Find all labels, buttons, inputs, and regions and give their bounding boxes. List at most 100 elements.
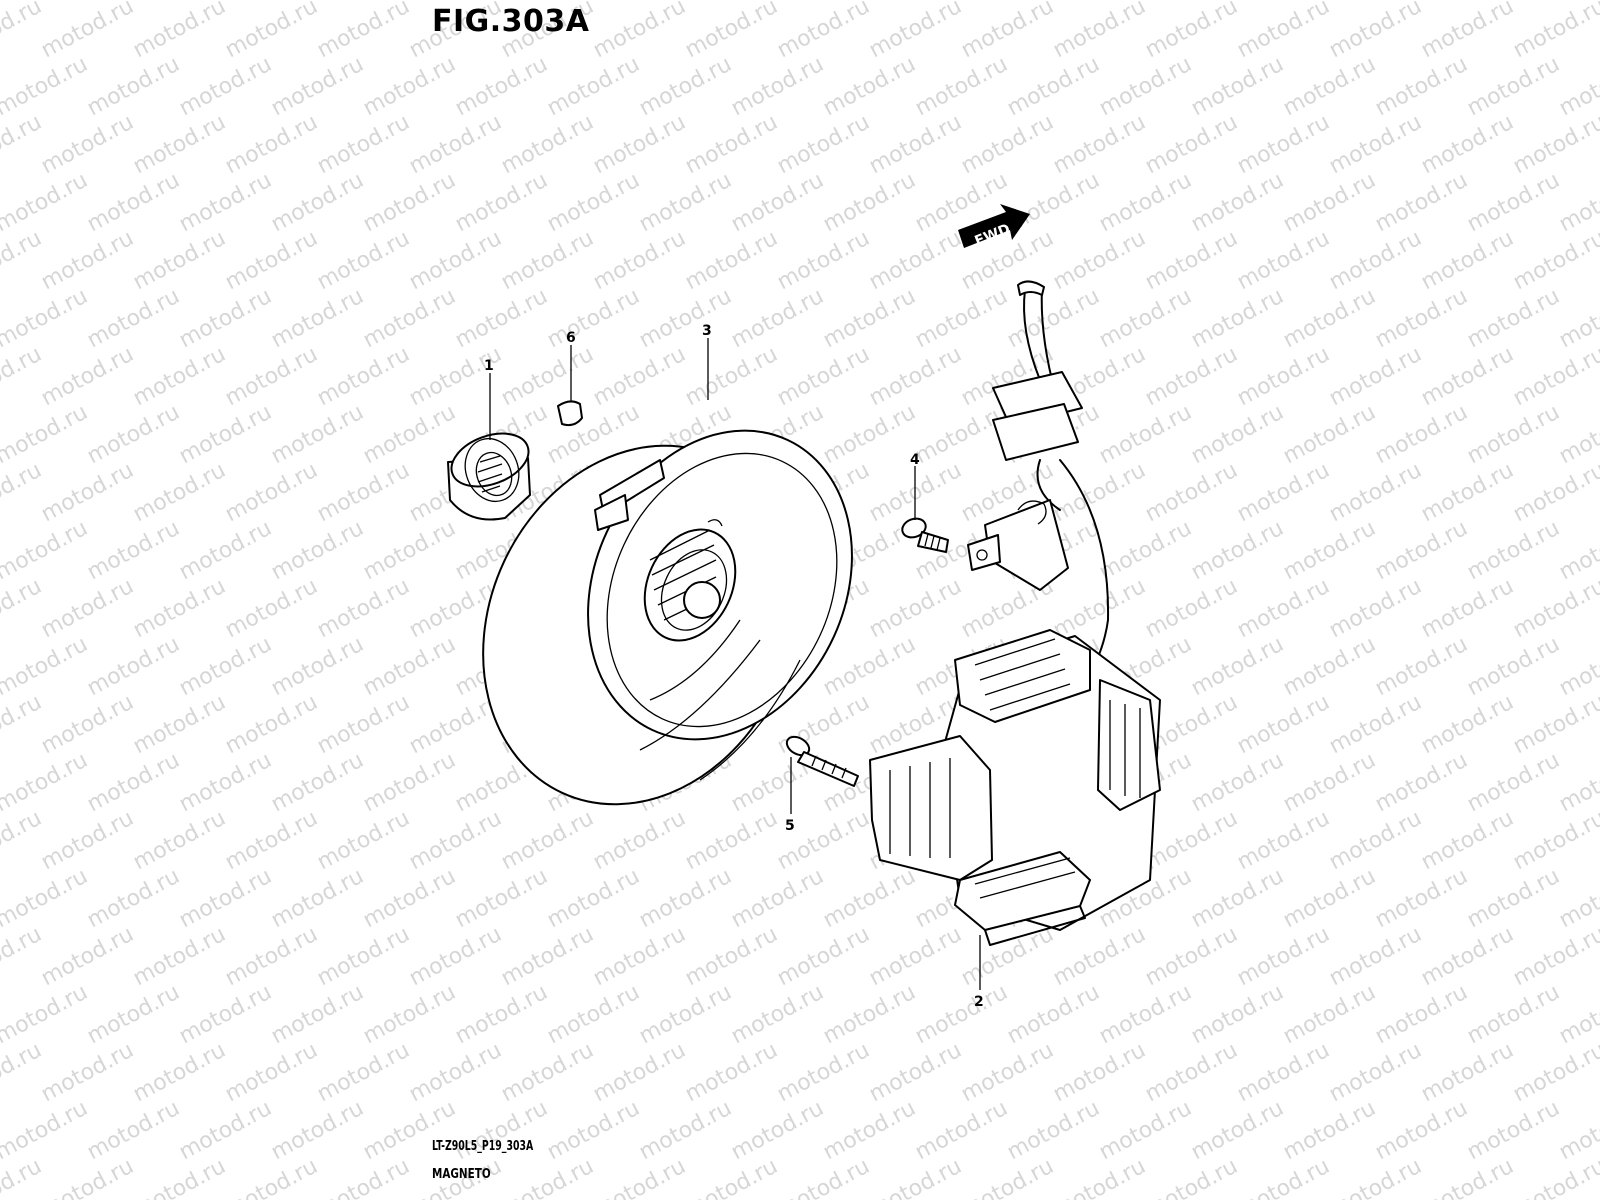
watermark-text: motod.ru — [1325, 1038, 1426, 1107]
watermark-text: motod.ru — [865, 342, 966, 411]
watermark-text: motod.ru — [1325, 922, 1426, 991]
watermark-text: motod.ru — [1187, 1096, 1288, 1165]
watermark-text: motod.ru — [727, 0, 828, 5]
watermark-text: motod.ru — [773, 0, 874, 63]
watermark-text: motod.ru — [1555, 516, 1600, 585]
watermark-text: motod.ru — [0, 748, 92, 817]
watermark-text: motod.ru — [1463, 632, 1564, 701]
watermark-text: motod.ru — [37, 458, 138, 527]
watermark-text: motod.ru — [1463, 864, 1564, 933]
watermark-text: motod.ru — [0, 574, 46, 643]
watermark-text: motod.ru — [1279, 864, 1380, 933]
watermark-text: motod.ru — [1417, 922, 1518, 991]
watermark-text: motod.ru — [175, 864, 276, 933]
watermark-text: motod.ru — [543, 980, 644, 1049]
watermark-text: motod.ru — [635, 864, 736, 933]
part-6-key — [557, 400, 583, 427]
watermark-text: motod.ru — [635, 284, 736, 353]
watermark-text: motod.ru — [865, 1038, 966, 1107]
watermark-text: motod.ru — [221, 1154, 322, 1200]
watermark-text: motod.ru — [1233, 110, 1334, 179]
watermark-text: motod.ru — [1371, 0, 1472, 5]
callout-4: 4 — [910, 452, 920, 468]
watermark-text: motod.ru — [543, 168, 644, 237]
watermark-text: motod.ru — [129, 1154, 230, 1200]
watermark-text: motod.ru — [359, 284, 460, 353]
watermark-text: motod.ru — [1463, 748, 1564, 817]
watermark-text: motod.ru — [1049, 1038, 1150, 1107]
watermark-text: motod.ru — [1187, 284, 1288, 353]
watermark-text: motod.ru — [1187, 168, 1288, 237]
watermark-text: motod.ru — [1187, 632, 1288, 701]
watermark-text: motod.ru — [359, 632, 460, 701]
watermark-text: motod.ru — [1371, 748, 1472, 817]
watermark-text: motod.ru — [1509, 690, 1600, 759]
watermark-text: motod.ru — [313, 226, 414, 295]
watermark-text: motod.ru — [1555, 748, 1600, 817]
callout-3: 3 — [702, 323, 712, 339]
watermark-text: motod.ru — [175, 632, 276, 701]
watermark-text: motod.ru — [957, 922, 1058, 991]
watermark-text: motod.ru — [1463, 52, 1564, 121]
watermark-text: motod.ru — [451, 284, 552, 353]
watermark-text: motod.ru — [1233, 690, 1334, 759]
watermark-text: motod.ru — [0, 1096, 92, 1165]
watermark-text: motod.ru — [1279, 52, 1380, 121]
watermark-text: motod.ru — [681, 110, 782, 179]
watermark-text: motod.ru — [1141, 574, 1242, 643]
watermark-text: motod.ru — [681, 922, 782, 991]
watermark-text: motod.ru — [543, 864, 644, 933]
watermark-text: motod.ru — [773, 342, 874, 411]
watermark-text: motod.ru — [1417, 0, 1518, 63]
watermark-text: motod.ru — [1325, 574, 1426, 643]
watermark-text: motod.ru — [635, 0, 736, 5]
watermark-text: motod.ru — [1095, 52, 1196, 121]
watermark-text: motod.ru — [83, 52, 184, 121]
watermark-text: motod.ru — [1279, 516, 1380, 585]
watermark-text: motod.ru — [1509, 110, 1600, 179]
watermark-text: motod.ru — [267, 400, 368, 469]
watermark-text: motod.ru — [865, 922, 966, 991]
watermark-text: motod.ru — [911, 980, 1012, 1049]
watermark-text: motod.ru — [1279, 632, 1380, 701]
watermark-text: motod.ru — [1279, 400, 1380, 469]
watermark-text: motod.ru — [1417, 226, 1518, 295]
watermark-text: motod.ru — [267, 52, 368, 121]
watermark-text: motod.ru — [543, 1096, 644, 1165]
watermark-text: motod.ru — [221, 922, 322, 991]
watermark-text: motod.ru — [1095, 400, 1196, 469]
watermark-text: motod.ru — [0, 516, 92, 585]
watermark-text: motod.ru — [313, 922, 414, 991]
watermark-text: motod.ru — [819, 168, 920, 237]
watermark-text: motod.ru — [1463, 400, 1564, 469]
callout-2: 2 — [974, 994, 984, 1010]
watermark-text: motod.ru — [129, 458, 230, 527]
watermark-text: motod.ru — [0, 458, 46, 527]
watermark-text: motod.ru — [589, 1038, 690, 1107]
watermark-text: motod.ru — [1187, 748, 1288, 817]
watermark-text: motod.ru — [1509, 226, 1600, 295]
watermark-text: motod.ru — [37, 690, 138, 759]
watermark-text: motod.ru — [1187, 0, 1288, 5]
watermark-text: motod.ru — [1233, 342, 1334, 411]
watermark-text: motod.ru — [1279, 168, 1380, 237]
watermark-text: motod.ru — [589, 342, 690, 411]
watermark-text: motod.ru — [221, 690, 322, 759]
watermark-text: motod.ru — [37, 806, 138, 875]
watermark-text: motod.ru — [1417, 342, 1518, 411]
watermark-text: motod.ru — [497, 922, 598, 991]
watermark-text: motod.ru — [0, 342, 46, 411]
watermark-text: motod.ru — [1049, 1154, 1150, 1200]
watermark-text: motod.ru — [0, 922, 46, 991]
watermark-text: motod.ru — [911, 52, 1012, 121]
watermark-text: motod.ru — [221, 342, 322, 411]
watermark-text: motod.ru — [83, 1096, 184, 1165]
watermark-text: motod.ru — [819, 864, 920, 933]
watermark-text: motod.ru — [221, 574, 322, 643]
watermark-text: motod.ru — [1141, 922, 1242, 991]
figure-title: FIG.303A — [432, 4, 590, 39]
watermark-text: motod.ru — [37, 922, 138, 991]
watermark-text: motod.ru — [175, 748, 276, 817]
watermark-text: motod.ru — [313, 1154, 414, 1200]
